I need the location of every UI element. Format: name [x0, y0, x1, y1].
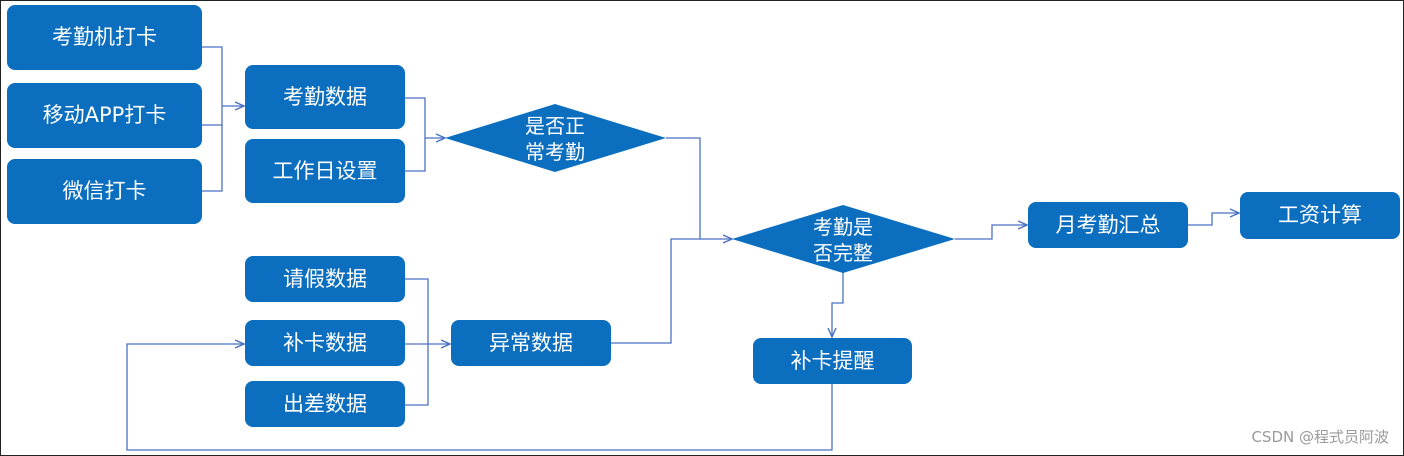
node-workday-settings: 工作日设置	[245, 139, 405, 203]
decision-is-normal-diamond	[445, 104, 666, 172]
arrow-to-reminder	[832, 271, 844, 337]
connector-abnormal-data-out	[611, 238, 700, 344]
connector-leave-data	[405, 278, 429, 406]
node-monthly-attendance-summary: 月考勤汇总	[1028, 202, 1188, 248]
watermark: CSDN @程式员阿波	[1251, 428, 1389, 446]
node-wechat-clock-in: 微信打卡	[7, 159, 202, 224]
node-salary-calculation: 工资计算	[1240, 192, 1400, 239]
node-leave-data: 请假数据	[245, 256, 405, 302]
connector-decision-normal-out	[666, 137, 732, 239]
decision-is-complete-diamond	[732, 205, 955, 273]
connector-attendance-data	[405, 97, 426, 172]
connector-reminder-loop	[126, 344, 833, 451]
decision-is-complete-label: 考勤是 否完整	[813, 215, 873, 265]
node-business-trip-data: 出差数据	[245, 381, 405, 427]
node-clock-in-machine: 考勤机打卡	[7, 5, 202, 70]
node-mobile-app-clock-in: 移动APP打卡	[7, 83, 202, 148]
node-card-supplement-data: 补卡数据	[245, 320, 405, 366]
connector-wechat	[202, 106, 223, 192]
node-card-supplement-reminder: 补卡提醒	[753, 338, 912, 384]
node-attendance-data: 考勤数据	[245, 65, 405, 129]
node-abnormal-data: 异常数据	[451, 320, 611, 366]
arrow-to-monthly-summary	[955, 225, 1027, 240]
decision-is-normal-label: 是否正 常考勤	[525, 114, 585, 164]
connector-clock-in-machine	[202, 46, 223, 106]
arrow-to-salary	[1188, 213, 1239, 226]
